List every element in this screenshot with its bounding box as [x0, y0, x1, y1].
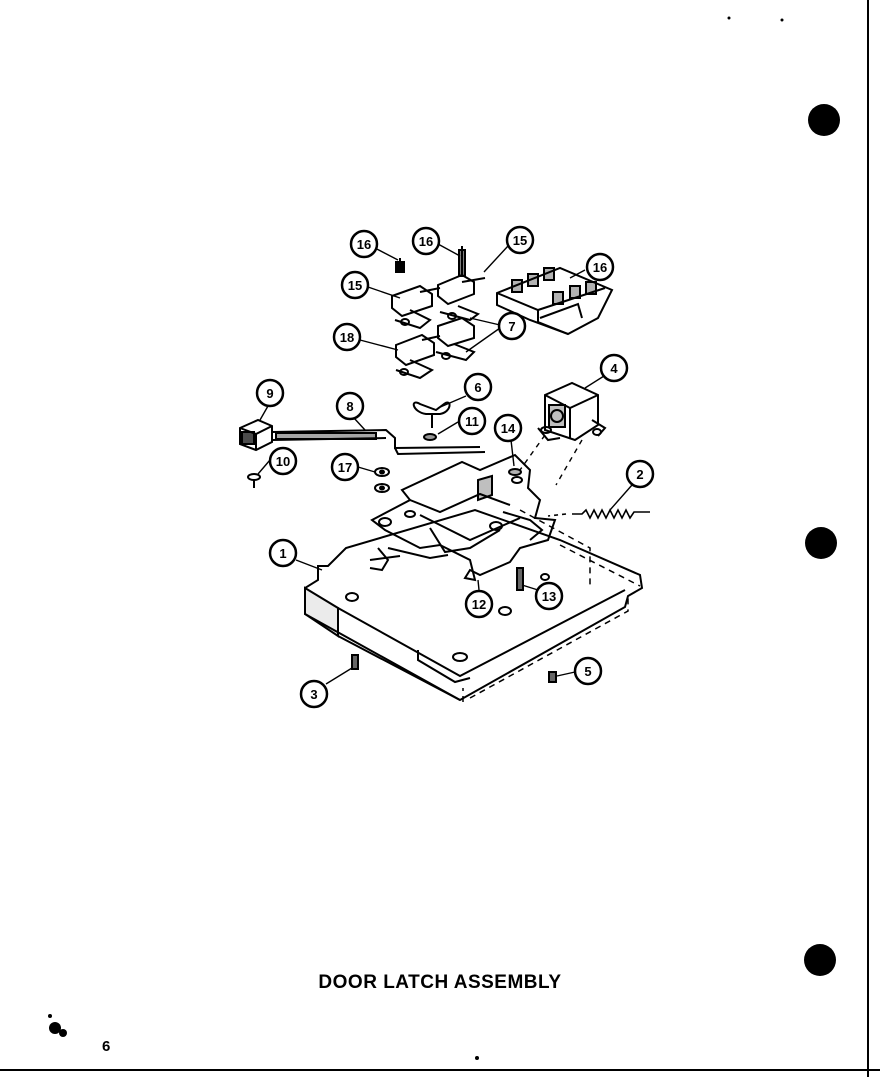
spring: [547, 508, 650, 520]
callout-1: 1: [268, 538, 298, 568]
callout-3: 3: [299, 679, 329, 709]
svg-text:9: 9: [266, 386, 273, 401]
svg-text:16: 16: [419, 234, 433, 249]
svg-text:13: 13: [542, 589, 556, 604]
diagram-title: DOOR LATCH ASSEMBLY: [318, 972, 562, 993]
callout-10: 10: [268, 446, 298, 476]
binder-hole-bottom: [804, 944, 836, 976]
svg-text:15: 15: [348, 278, 362, 293]
callout-5: 5: [573, 656, 603, 686]
latch-block: [239, 418, 273, 452]
svg-text:15: 15: [513, 233, 527, 248]
svg-text:3: 3: [310, 687, 317, 702]
screw-5: [548, 671, 557, 683]
callout-15a: 15: [505, 225, 535, 255]
callout-2: 2: [625, 459, 655, 489]
callout-12: 12: [464, 589, 494, 619]
callout-11: 11: [457, 406, 487, 436]
callout-18: 18: [332, 322, 362, 352]
svg-text:16: 16: [593, 260, 607, 275]
svg-text:14: 14: [501, 421, 516, 436]
screw-3: [351, 654, 359, 670]
page-number: 6: [102, 1038, 111, 1055]
lever-arm: [369, 547, 449, 561]
svg-text:4: 4: [610, 361, 618, 376]
callout-16c: 16: [585, 252, 615, 282]
callout-7: 7: [497, 311, 527, 341]
callout-17: 17: [330, 452, 360, 482]
base-plate: [304, 508, 644, 702]
svg-text:7: 7: [508, 319, 515, 334]
micro-switch-lower-left: [395, 333, 441, 380]
base-plate-hidden-edge: [462, 509, 641, 702]
binder-hole-top: [808, 104, 840, 136]
svg-text:11: 11: [465, 414, 479, 429]
washers-17: [374, 467, 390, 493]
svg-text:2: 2: [636, 467, 643, 482]
svg-text:5: 5: [584, 664, 591, 679]
scan-blot: [48, 1014, 67, 1037]
screw-13: [516, 567, 524, 591]
svg-text:6: 6: [474, 380, 481, 395]
callout-4: 4: [599, 353, 629, 383]
callout-16a: 16: [349, 229, 379, 259]
callout-9: 9: [255, 378, 285, 408]
callout-13: 13: [534, 581, 564, 611]
micro-switch-upper-right: [437, 273, 486, 322]
screws-16: [395, 246, 466, 277]
solenoid-hidden-lines: [519, 434, 583, 486]
callout-16b: 16: [411, 226, 441, 256]
latch-frame: [369, 453, 557, 582]
svg-text:10: 10: [276, 454, 290, 469]
solenoid: [537, 381, 607, 442]
callout-6: 6: [463, 372, 493, 402]
washer-11: [423, 433, 437, 441]
callout-15b: 15: [340, 270, 370, 300]
svg-text:8: 8: [346, 399, 353, 414]
wing-nut: [412, 401, 451, 428]
svg-text:17: 17: [338, 460, 352, 475]
callouts: 16 16 15 15 16 18 7 4 9 8 6 11 14 10 17 …: [255, 225, 655, 709]
binder-hole-middle: [805, 527, 837, 559]
latch-rod: [271, 428, 486, 456]
callout-8: 8: [335, 391, 365, 421]
svg-text:1: 1: [279, 546, 286, 561]
screw-10: [247, 473, 261, 488]
micro-switch-lower-right: [435, 316, 476, 362]
svg-text:18: 18: [340, 330, 354, 345]
nut-14: [508, 468, 522, 476]
micro-switch-upper-left: [391, 284, 441, 330]
switch-bracket: [496, 266, 614, 336]
svg-text:12: 12: [472, 597, 486, 612]
callout-14: 14: [493, 413, 523, 443]
svg-text:16: 16: [357, 237, 371, 252]
